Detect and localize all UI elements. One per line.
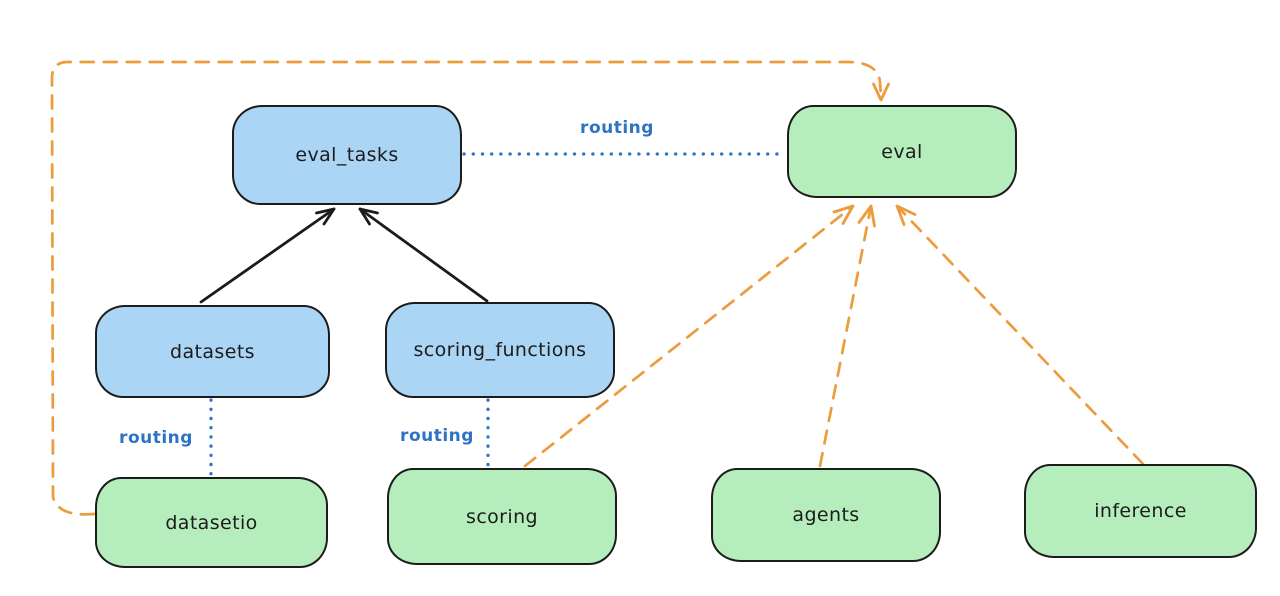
node-eval: eval [787, 105, 1017, 198]
node-eval-tasks: eval_tasks [232, 105, 462, 205]
node-scoring-functions-label: scoring_functions [413, 339, 587, 361]
node-eval-label: eval [881, 140, 923, 163]
node-scoring: scoring [387, 468, 617, 565]
node-inference-label: inference [1094, 500, 1187, 522]
node-datasetio: datasetio [95, 477, 328, 568]
node-scoring-label: scoring [466, 505, 538, 528]
node-inference: inference [1024, 464, 1257, 558]
node-agents: agents [711, 468, 941, 562]
node-eval-tasks-label: eval_tasks [295, 144, 399, 166]
edge-scoring-functions-to-eval-tasks [358, 207, 489, 303]
node-datasetio-label: datasetio [165, 511, 258, 534]
edge-label-routing-datasets-datasetio: routing [119, 428, 193, 448]
edge-agents-to-eval [818, 204, 876, 468]
node-scoring-functions: scoring_functions [385, 302, 615, 398]
edge-datasetio-to-eval [50, 60, 890, 516]
edge-scoring-to-eval [523, 204, 855, 468]
edge-inference-to-eval [895, 204, 1145, 466]
edge-datasets-to-eval-tasks [199, 207, 336, 304]
node-datasets: datasets [95, 305, 330, 398]
node-datasets-label: datasets [170, 340, 255, 363]
edge-label-routing-eval-tasks-eval: routing [580, 118, 654, 138]
edge-label-routing-scoring-functions-scoring: routing [400, 426, 474, 446]
node-agents-label: agents [792, 504, 860, 526]
